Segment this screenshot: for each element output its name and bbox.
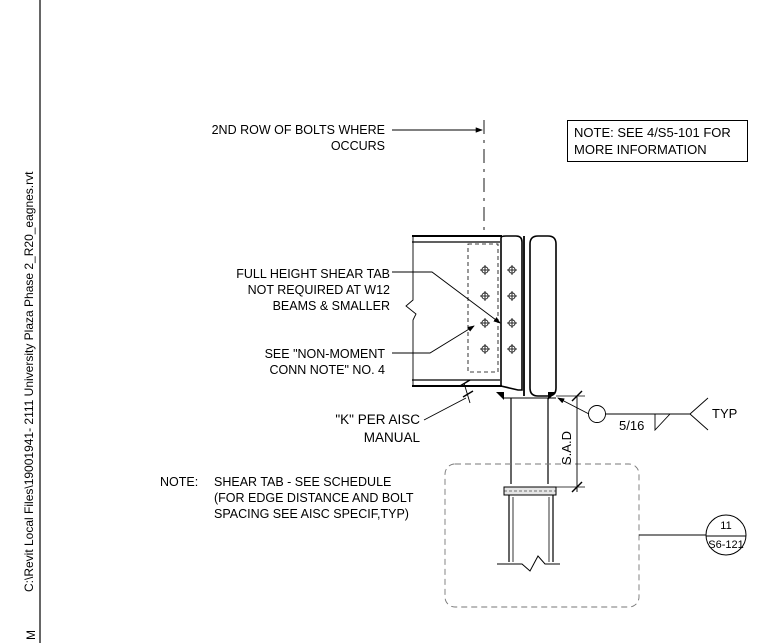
shear-tab-line-1: FULL HEIGHT SHEAR TAB [236, 267, 390, 281]
weld-size-label: 5/16 [619, 418, 645, 433]
bolt-outer-1 [507, 265, 517, 275]
beam-break-line [405, 236, 417, 386]
section-tag-number: 11 [720, 520, 732, 532]
see-note-line-2: CONN NOTE" NO. 4 [269, 363, 385, 377]
note-heading: NOTE: [160, 475, 199, 489]
column-flange-outline [529, 235, 557, 397]
second-row-label: 2ND ROW OF BOLTS WHERE OCCURS [212, 122, 385, 154]
note-box: NOTE: SEE 4/S5-101 FOR MORE INFORMATION [567, 120, 748, 162]
shear-tab-line-2: NOT REQUIRED AT W12 [247, 283, 390, 297]
shear-tab-hidden [467, 243, 499, 373]
column-break-line [497, 555, 560, 572]
section-tag-sheet: S6-121 [708, 539, 744, 551]
section-tag-circle [705, 514, 747, 556]
full-height-shear-plate [500, 235, 523, 391]
shear-tab-line-3: BEAMS & SMALLER [272, 299, 390, 313]
bolt-inner-1 [480, 265, 490, 275]
k-line-1: "K" PER AISC [335, 412, 420, 427]
note-line-2: (FOR EDGE DISTANCE AND BOLT [214, 491, 414, 505]
bolt-inner-2 [480, 291, 490, 301]
bolt-outer-2 [507, 291, 517, 301]
second-row-line-1: 2ND ROW OF BOLTS WHERE [211, 123, 385, 137]
bolt-inner-3 [480, 318, 490, 328]
bolt-outer-3 [507, 318, 517, 328]
bolt-group [480, 265, 517, 354]
see-note-leader [392, 325, 475, 354]
k-dimension-line [463, 382, 471, 404]
fillet-weld-icon [654, 413, 672, 432]
see-note-label: SEE "NON-MOMENT CONN NOTE" NO. 4 [265, 346, 385, 378]
k-leader [423, 397, 467, 421]
shear-tab-leader [392, 271, 501, 324]
sad-tick-bottom [571, 481, 583, 493]
footing-outline [444, 463, 640, 608]
weld-tail-upper [689, 397, 709, 415]
second-row-line-2: OCCURS [330, 139, 385, 153]
sad-label: S.A.D [559, 431, 574, 465]
typ-label: TYP [712, 406, 738, 421]
sad-tick-top [571, 390, 583, 402]
k-line-2: MANUAL [363, 430, 420, 445]
weld-tail-lower [689, 413, 709, 431]
k-tick-top [459, 379, 471, 387]
shear-tab-label: FULL HEIGHT SHEAR TAB NOT REQUIRED AT W1… [236, 266, 390, 314]
bolt-inner-4 [480, 344, 490, 354]
bolt-outer-4 [507, 344, 517, 354]
weld-fillet-left [496, 392, 504, 400]
k-label: "K" PER AISC MANUAL [335, 411, 420, 447]
note-text: SHEAR TAB - SEE SCHEDULE (FOR EDGE DISTA… [214, 474, 414, 522]
k-tick-bottom [462, 390, 474, 398]
weld-fillet-right [548, 392, 556, 400]
note-line-3: SPACING SEE AISC SPECIF,TYP) [214, 507, 409, 521]
weld-all-around-icon [588, 405, 606, 423]
weld-arrow-leader [557, 397, 590, 415]
note-box-line-2: MORE INFORMATION [574, 142, 707, 157]
note-box-line-1: NOTE: SEE 4/S5-101 FOR [574, 125, 731, 140]
note-line-1: SHEAR TAB - SEE SCHEDULE [214, 475, 392, 489]
see-note-line-1: SEE "NON-MOMENT [264, 347, 385, 361]
